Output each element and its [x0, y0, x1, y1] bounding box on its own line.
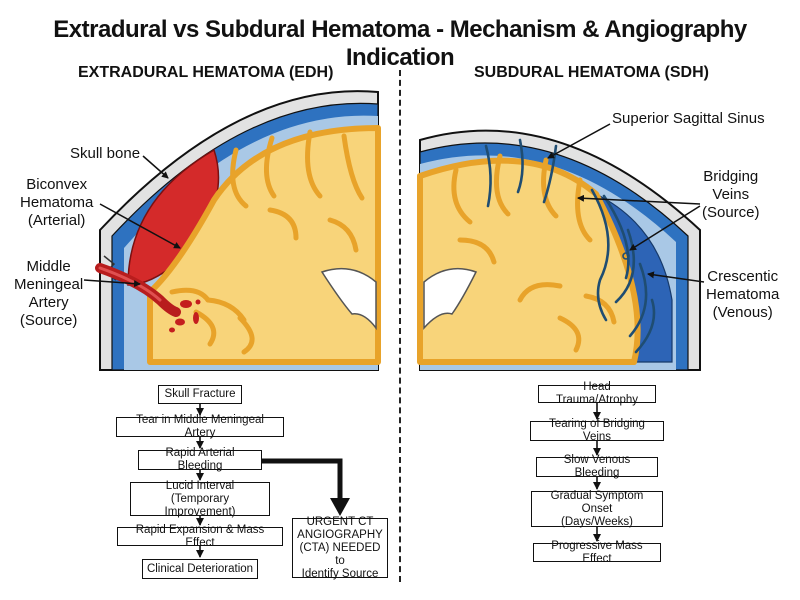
edh-blood-spurt — [169, 299, 201, 333]
edh-urgent-arrow — [262, 458, 343, 500]
edh-flow-step: Clinical Deterioration — [142, 559, 258, 579]
page-title: Extradural vs Subdural Hematoma - Mechan… — [53, 16, 747, 71]
sdh-heading: SUBDURAL HEMATOMA (SDH) — [474, 64, 709, 81]
edh-flow-step: Skull Fracture — [158, 385, 242, 404]
edh-flow-step: Lucid Interval (Temporary Improvement) — [130, 480, 270, 518]
label-skull-bone: Skull bone — [70, 145, 141, 162]
edh-flow-step: Rapid Expansion & Mass Effect — [117, 524, 283, 549]
sdh-bridging-veins — [484, 138, 656, 354]
sdh-flow-step: Progressive Mass Effect — [533, 540, 661, 565]
label-middle-meningeal-artery: Middle Meningeal Artery (Source) — [14, 258, 84, 329]
edh-biconvex-hematoma — [127, 148, 220, 286]
edh-heading: EXTRADURAL HEMATOMA (EDH) — [78, 64, 334, 81]
edh-flow-step: Tear in Middle Meningeal Artery — [116, 414, 284, 439]
edh-flow-step: Rapid Arterial Bleeding — [138, 447, 262, 472]
label-crescentic-hematoma: Crescentic Hematoma (Venous) — [706, 268, 780, 321]
urgent-cta-box: URGENT CT ANGIOGRAPHY (CTA) NEEDED to Id… — [292, 516, 388, 580]
sdh-flow-step: Tearing of Bridging Veins — [530, 418, 664, 443]
section-divider — [399, 70, 401, 582]
label-biconvex-hematoma: Biconvex Hematoma (Arterial) — [20, 176, 94, 229]
sdh-flow-step: Head Trauma/Atrophy — [538, 381, 656, 406]
label-superior-sagittal-sinus: Superior Sagittal Sinus — [612, 110, 765, 127]
sdh-illustration — [417, 123, 705, 371]
edh-illustration — [83, 90, 381, 371]
sdh-flow-step: Gradual Symptom Onset (Days/Weeks) — [531, 490, 663, 528]
sdh-ventricle — [423, 267, 478, 330]
label-bridging-veins: Bridging Veins (Source) — [702, 168, 760, 221]
edh-brain — [147, 125, 381, 365]
edh-ventricle — [320, 267, 377, 331]
sdh-flow-step: Slow Venous Bleeding — [536, 454, 658, 479]
